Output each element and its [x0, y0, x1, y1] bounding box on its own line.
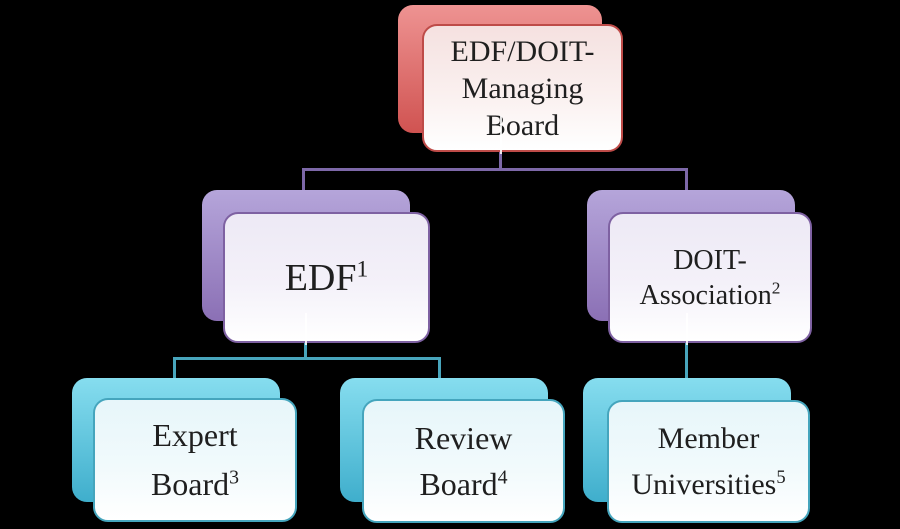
node-expert-board: Expert Board3 [93, 398, 297, 522]
label-line: Association2 [639, 278, 781, 311]
connector-highlight-line [686, 313, 688, 345]
connector-edf-stub [304, 343, 307, 360]
node-label: Member Universities5 [631, 416, 785, 508]
label-line: Managing [461, 71, 584, 105]
node-label: EDF1 [285, 256, 369, 300]
label-line: Universities5 [631, 466, 786, 501]
footnote-marker: 1 [356, 255, 369, 282]
footnote-marker: 4 [497, 466, 508, 489]
connector-board-to-edf [302, 168, 305, 191]
label-line: Board3 [150, 466, 240, 502]
node-managing-board: EDF/DOIT- Managing Board [422, 24, 623, 152]
node-edf: EDF1 [223, 212, 430, 343]
label-line: DOIT- [673, 244, 747, 276]
connector-edf-to-expert [173, 357, 176, 380]
node-review-board: Review Board4 [362, 399, 565, 523]
label-line: Board [485, 108, 560, 142]
connector-edf-horizontal [173, 357, 441, 360]
connector-edf-to-review [438, 357, 441, 380]
node-label: EDF/DOIT- Managing Board [451, 33, 595, 144]
label-line: EDF/DOIT- [450, 34, 595, 68]
connector-doit-to-members [685, 343, 688, 380]
connector-board-horizontal [302, 168, 688, 171]
label-line: Expert [152, 417, 238, 453]
label-line: Member [657, 421, 760, 455]
connector-board-stub [499, 152, 502, 171]
node-label: DOIT- Association2 [640, 243, 781, 313]
label-line: EDF1 [284, 255, 369, 299]
node-doit-association: DOIT- Association2 [608, 212, 812, 343]
label-line: Review [414, 420, 513, 456]
footnote-marker: 3 [229, 466, 240, 489]
connector-highlight-line [305, 313, 307, 345]
connector-board-to-doit [685, 168, 688, 191]
node-label: Expert Board3 [151, 411, 239, 509]
node-member-universities: Member Universities5 [607, 400, 810, 523]
node-label: Review Board4 [415, 415, 513, 507]
footnote-marker: 5 [776, 466, 786, 488]
connector-highlight-line [500, 116, 502, 154]
label-line: Board4 [419, 466, 508, 502]
footnote-marker: 2 [771, 278, 781, 298]
